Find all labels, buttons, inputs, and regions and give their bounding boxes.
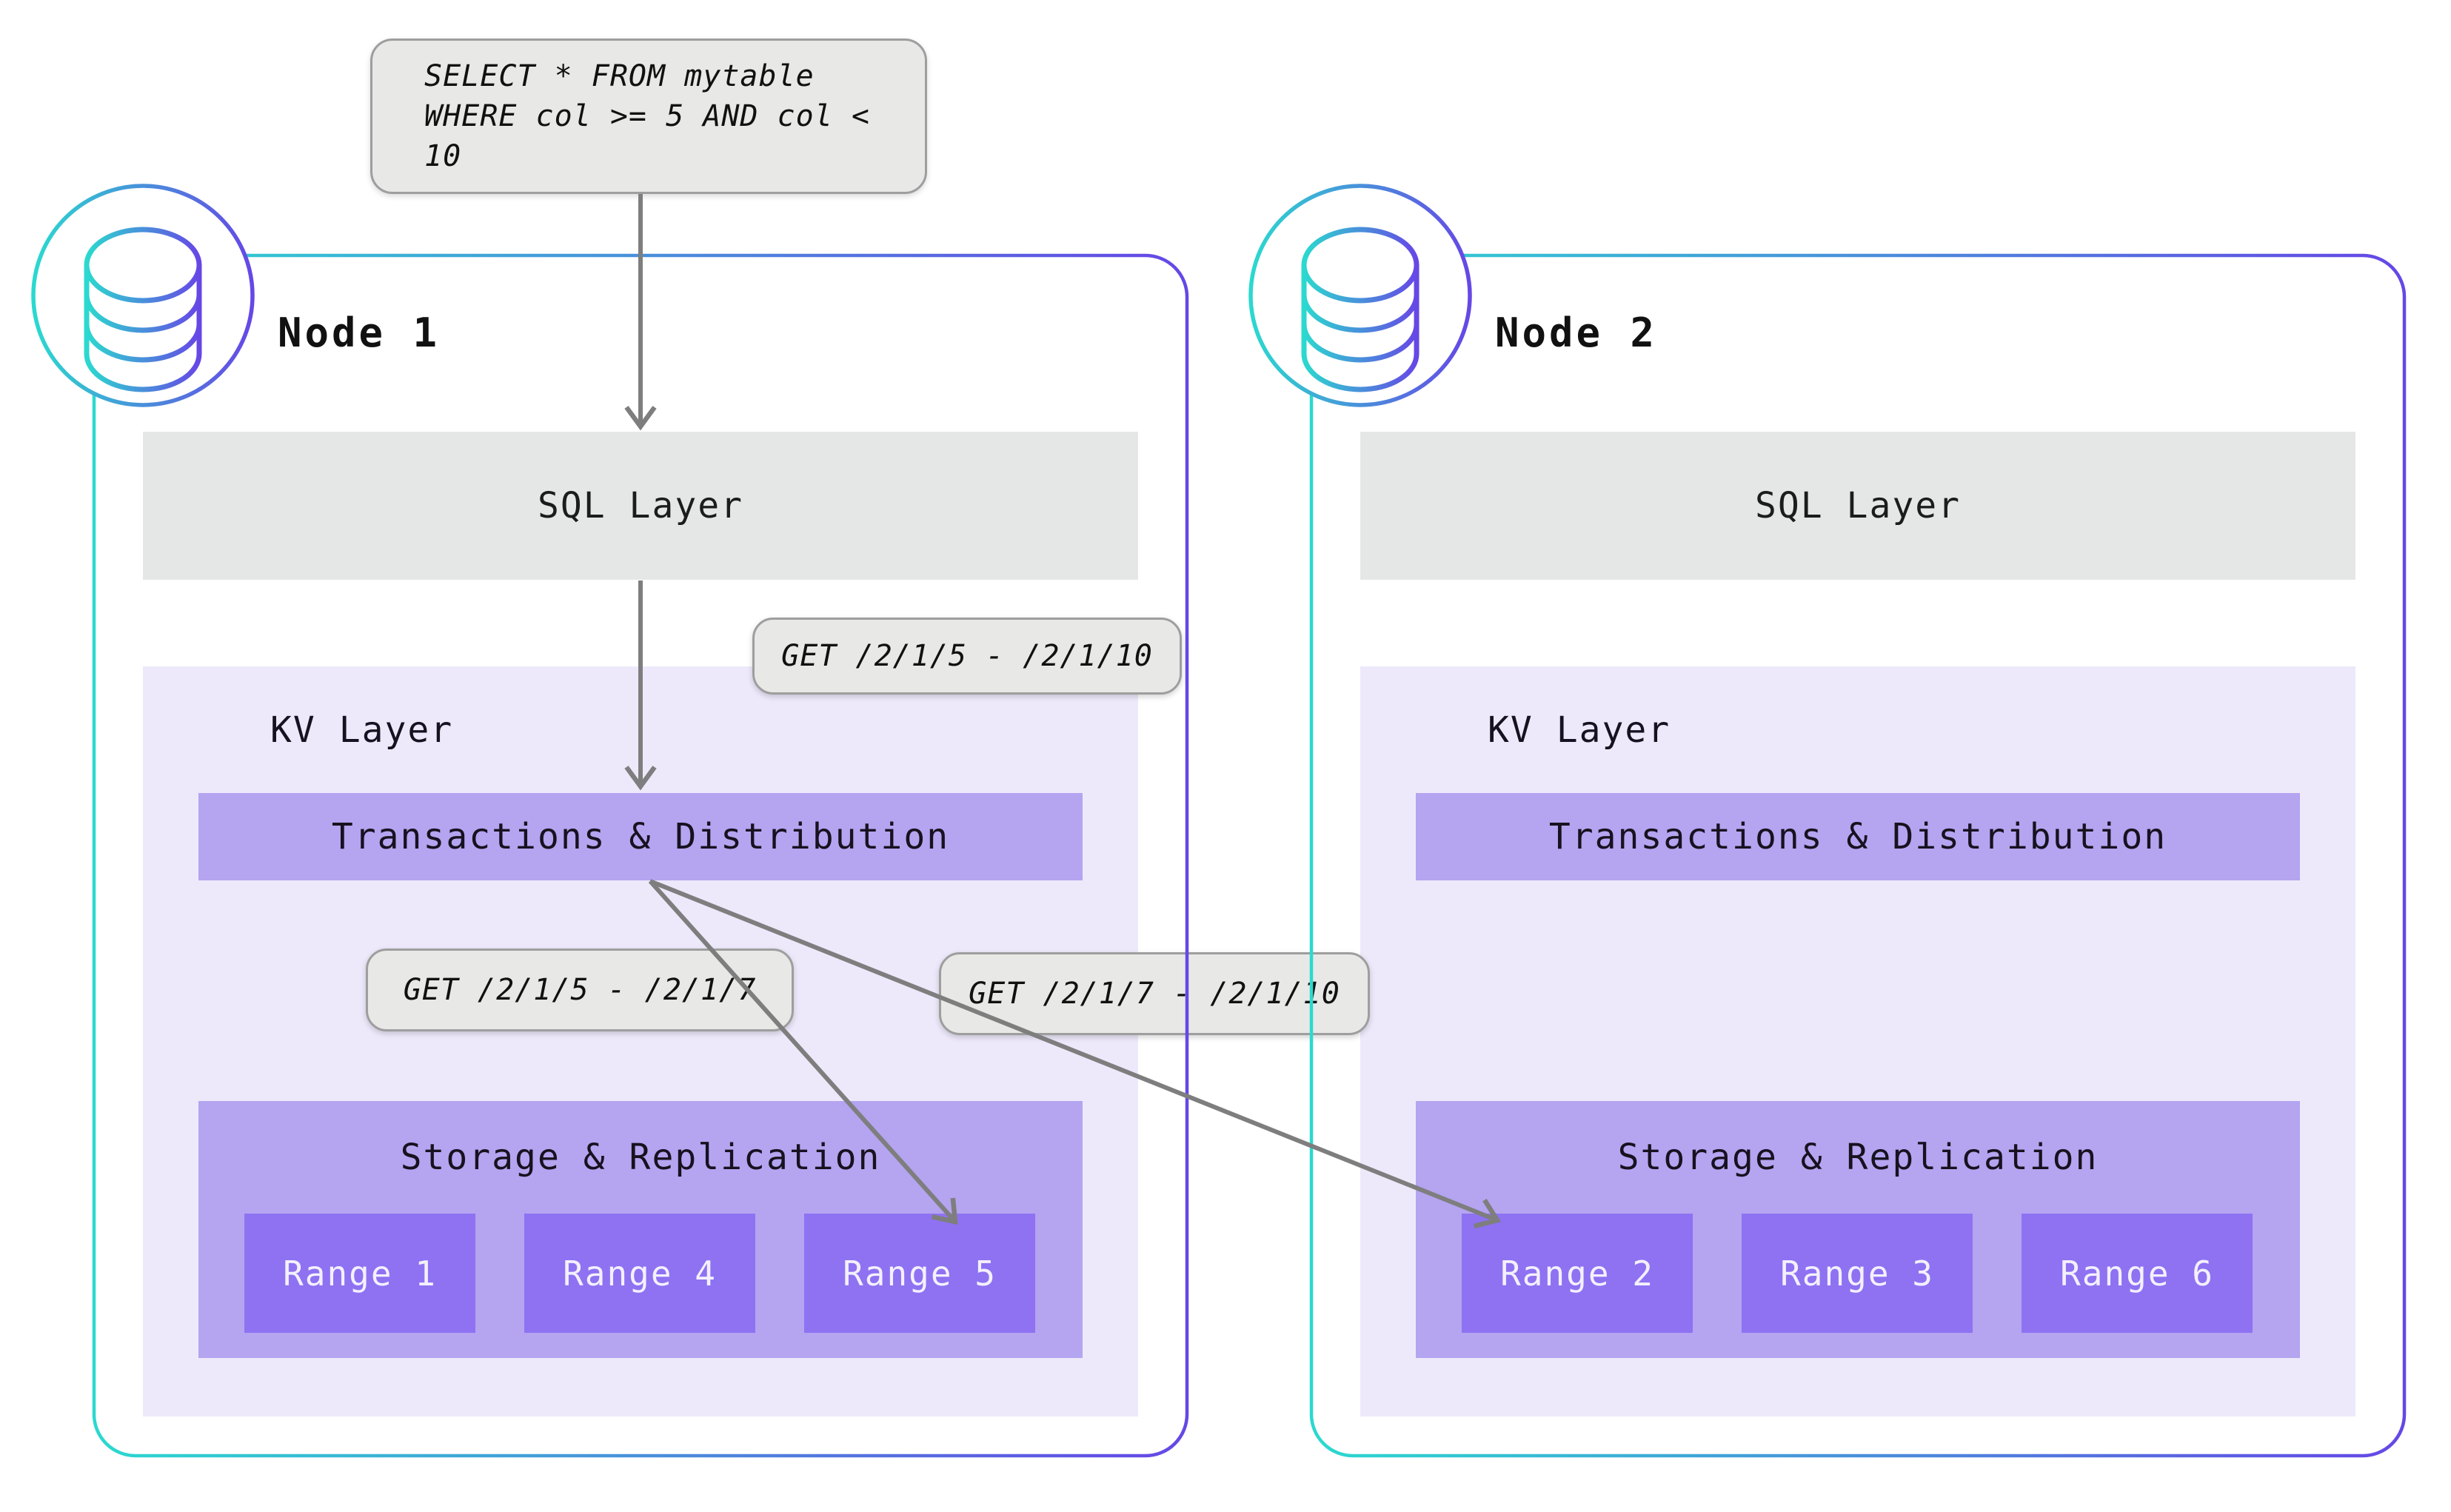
node-2-border bbox=[1309, 253, 2407, 1458]
node-1-sql-layer: SQL Layer bbox=[143, 432, 1138, 580]
sql-query-line1: SELECT * FROM mytable bbox=[424, 59, 815, 93]
arrow-transactions-to-range2 bbox=[649, 879, 1502, 1229]
node-2-title: Node 2 bbox=[1495, 310, 1658, 356]
sql-query-callout: SELECT * FROM mytable WHERE col >= 5 AND… bbox=[370, 39, 927, 194]
node-1-kv-label: KV Layer bbox=[270, 709, 454, 751]
database-icon bbox=[1248, 184, 1472, 407]
node-1-title: Node 1 bbox=[278, 310, 441, 356]
get-callout-to-range5: GET /2/1/5 - /2/1/7 bbox=[366, 949, 794, 1031]
range-box: Range 5 bbox=[804, 1214, 1035, 1333]
node-2-storage-title: Storage & Replication bbox=[1617, 1137, 2099, 1178]
arrow-transactions-to-range5 bbox=[648, 879, 958, 1225]
get-callout-sql-to-kv: GET /2/1/5 - /2/1/10 bbox=[752, 618, 1182, 695]
range-box: Range 3 bbox=[1742, 1214, 1973, 1333]
database-icon bbox=[31, 184, 255, 407]
node-2-kv-label: KV Layer bbox=[1488, 709, 1671, 751]
node-2-transactions-box: Transactions & Distribution bbox=[1416, 793, 2300, 880]
node-1-transactions-box: Transactions & Distribution bbox=[198, 793, 1083, 880]
sql-query-line2: WHERE col >= 5 AND col < 10 bbox=[424, 99, 870, 173]
range-box: Range 4 bbox=[524, 1214, 755, 1333]
get-callout-to-range2: GET /2/1/7 - /2/1/10 bbox=[939, 952, 1370, 1035]
range-box: Range 2 bbox=[1462, 1214, 1693, 1333]
range-box: Range 1 bbox=[244, 1214, 475, 1333]
range-box: Range 6 bbox=[2022, 1214, 2253, 1333]
node-1-storage-title: Storage & Replication bbox=[400, 1137, 881, 1178]
node-2-sql-layer: SQL Layer bbox=[1360, 432, 2355, 580]
